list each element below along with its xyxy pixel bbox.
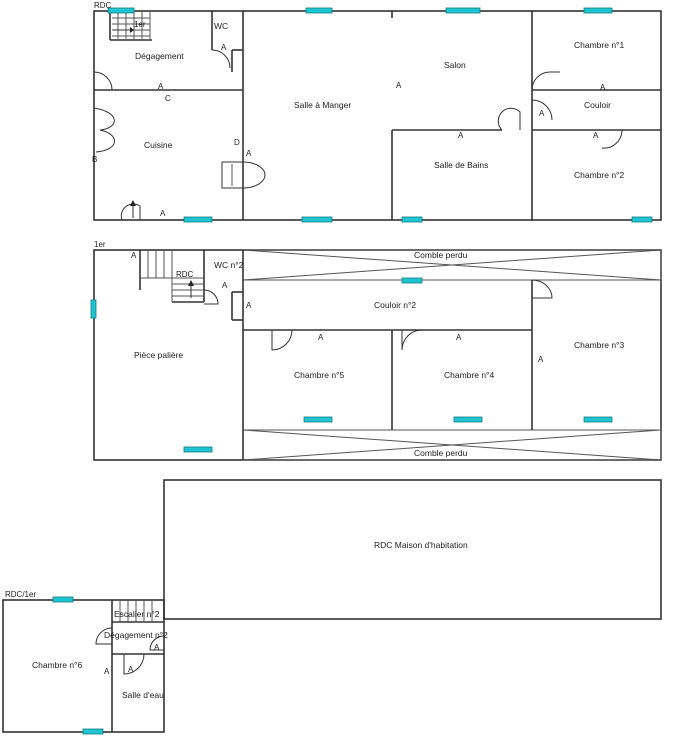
door-swing [211, 49, 231, 69]
mark: A [458, 131, 464, 140]
mark: A [154, 643, 160, 652]
room-label-piece-paliere: Pièce palière [134, 350, 183, 360]
door-swing [531, 71, 560, 91]
mark: A [104, 667, 110, 676]
door-swing [401, 329, 423, 351]
level-label: RDC [94, 1, 112, 10]
stair-label: 1er [134, 20, 146, 29]
door-swing [242, 161, 266, 189]
room-label-cuisine: Cuisine [144, 140, 173, 150]
window [583, 416, 613, 423]
ground-floor: RDC 1er Dégagement WC Cuisine Salle à Ma… [92, 1, 662, 223]
window [90, 299, 97, 319]
mark: D [234, 138, 240, 147]
window [631, 216, 653, 223]
door-swing [93, 107, 115, 153]
door-swing [123, 653, 145, 675]
room-label-comble-perdu-bottom: Comble perdu [414, 448, 468, 458]
room-label-salon: Salon [444, 60, 466, 70]
mark: A [246, 301, 252, 310]
room-label-salle-de-bains: Salle de Bains [434, 160, 488, 170]
room-label-chambre-1: Chambre n°1 [574, 40, 624, 50]
mark: A [456, 333, 462, 342]
mark: A [538, 355, 544, 364]
window [183, 216, 213, 223]
mark: B [92, 155, 97, 164]
door-swing [497, 107, 521, 131]
stair-label: RDC [176, 270, 194, 279]
window [52, 596, 74, 603]
room-label-comble-perdu: Comble perdu [414, 250, 468, 260]
mark: A [593, 131, 599, 140]
staircase [112, 11, 151, 40]
door-swing [203, 289, 219, 305]
mark: A [221, 43, 227, 52]
window [401, 216, 423, 223]
mark: A [131, 251, 137, 260]
level-label: 1er [94, 240, 106, 249]
room-label-chambre-3: Chambre n°3 [574, 340, 624, 350]
room-label-degagement-2: Dégagement n°2 [104, 630, 168, 640]
main-house-outline [163, 479, 662, 620]
mark: A [128, 665, 134, 674]
door-swing [120, 203, 141, 221]
door-swing [149, 635, 165, 651]
ground-floor-outline [93, 10, 662, 221]
mark: C [165, 94, 171, 103]
mark: A [600, 83, 606, 92]
staircase [119, 600, 153, 622]
staircase [140, 250, 204, 302]
window [453, 416, 483, 423]
first-floor: 1er RDC Comble perdu WC n°2 Couloir n°2 … [90, 240, 662, 461]
door-swing [95, 627, 113, 645]
room-label-chambre-5: Chambre n°5 [294, 370, 344, 380]
room-label-escalier-2: Escalier n°2 [114, 609, 160, 619]
mark: A [222, 281, 228, 290]
room-label-chambre-4: Chambre n°4 [444, 370, 494, 380]
mark: A [246, 149, 252, 158]
room-label-salle-a-manger: Salle à Manger [294, 100, 351, 110]
room-label-salle-deau: Salle d'eau [122, 690, 164, 700]
mark: A [158, 82, 164, 91]
window [82, 728, 104, 735]
window [303, 416, 333, 423]
mark: A [396, 81, 402, 90]
room-label-chambre-6: Chambre n°6 [32, 660, 82, 670]
room-label-degagement: Dégagement [135, 51, 184, 61]
window [401, 277, 423, 284]
window [301, 216, 333, 223]
window [445, 7, 481, 14]
door-swing [601, 129, 623, 149]
mark: A [160, 209, 166, 218]
window [183, 446, 213, 453]
window [305, 7, 333, 14]
window [583, 7, 613, 14]
level-label: RDC/1er [5, 590, 36, 599]
door-swing [93, 71, 113, 91]
room-label-rdc-maison: RDC Maison d'habitation [374, 540, 468, 550]
room-label-chambre-2: Chambre n°2 [574, 170, 624, 180]
room-label-couloir: Couloir [584, 100, 611, 110]
main-house-footprint: RDC Maison d'habitation [163, 479, 662, 620]
room-label-wc-2: WC n°2 [214, 260, 244, 270]
door-swing [531, 99, 553, 121]
mark: A [318, 333, 324, 342]
door-swing [271, 329, 293, 351]
door-swing [531, 279, 553, 299]
window [107, 7, 135, 14]
annex: RDC/1er Escalier n°2 Dégagement n°2 Cham… [2, 590, 168, 735]
mark: A [539, 109, 545, 118]
room-label-wc: WC [214, 21, 228, 31]
room-label-couloir-2: Couloir n°2 [374, 300, 416, 310]
